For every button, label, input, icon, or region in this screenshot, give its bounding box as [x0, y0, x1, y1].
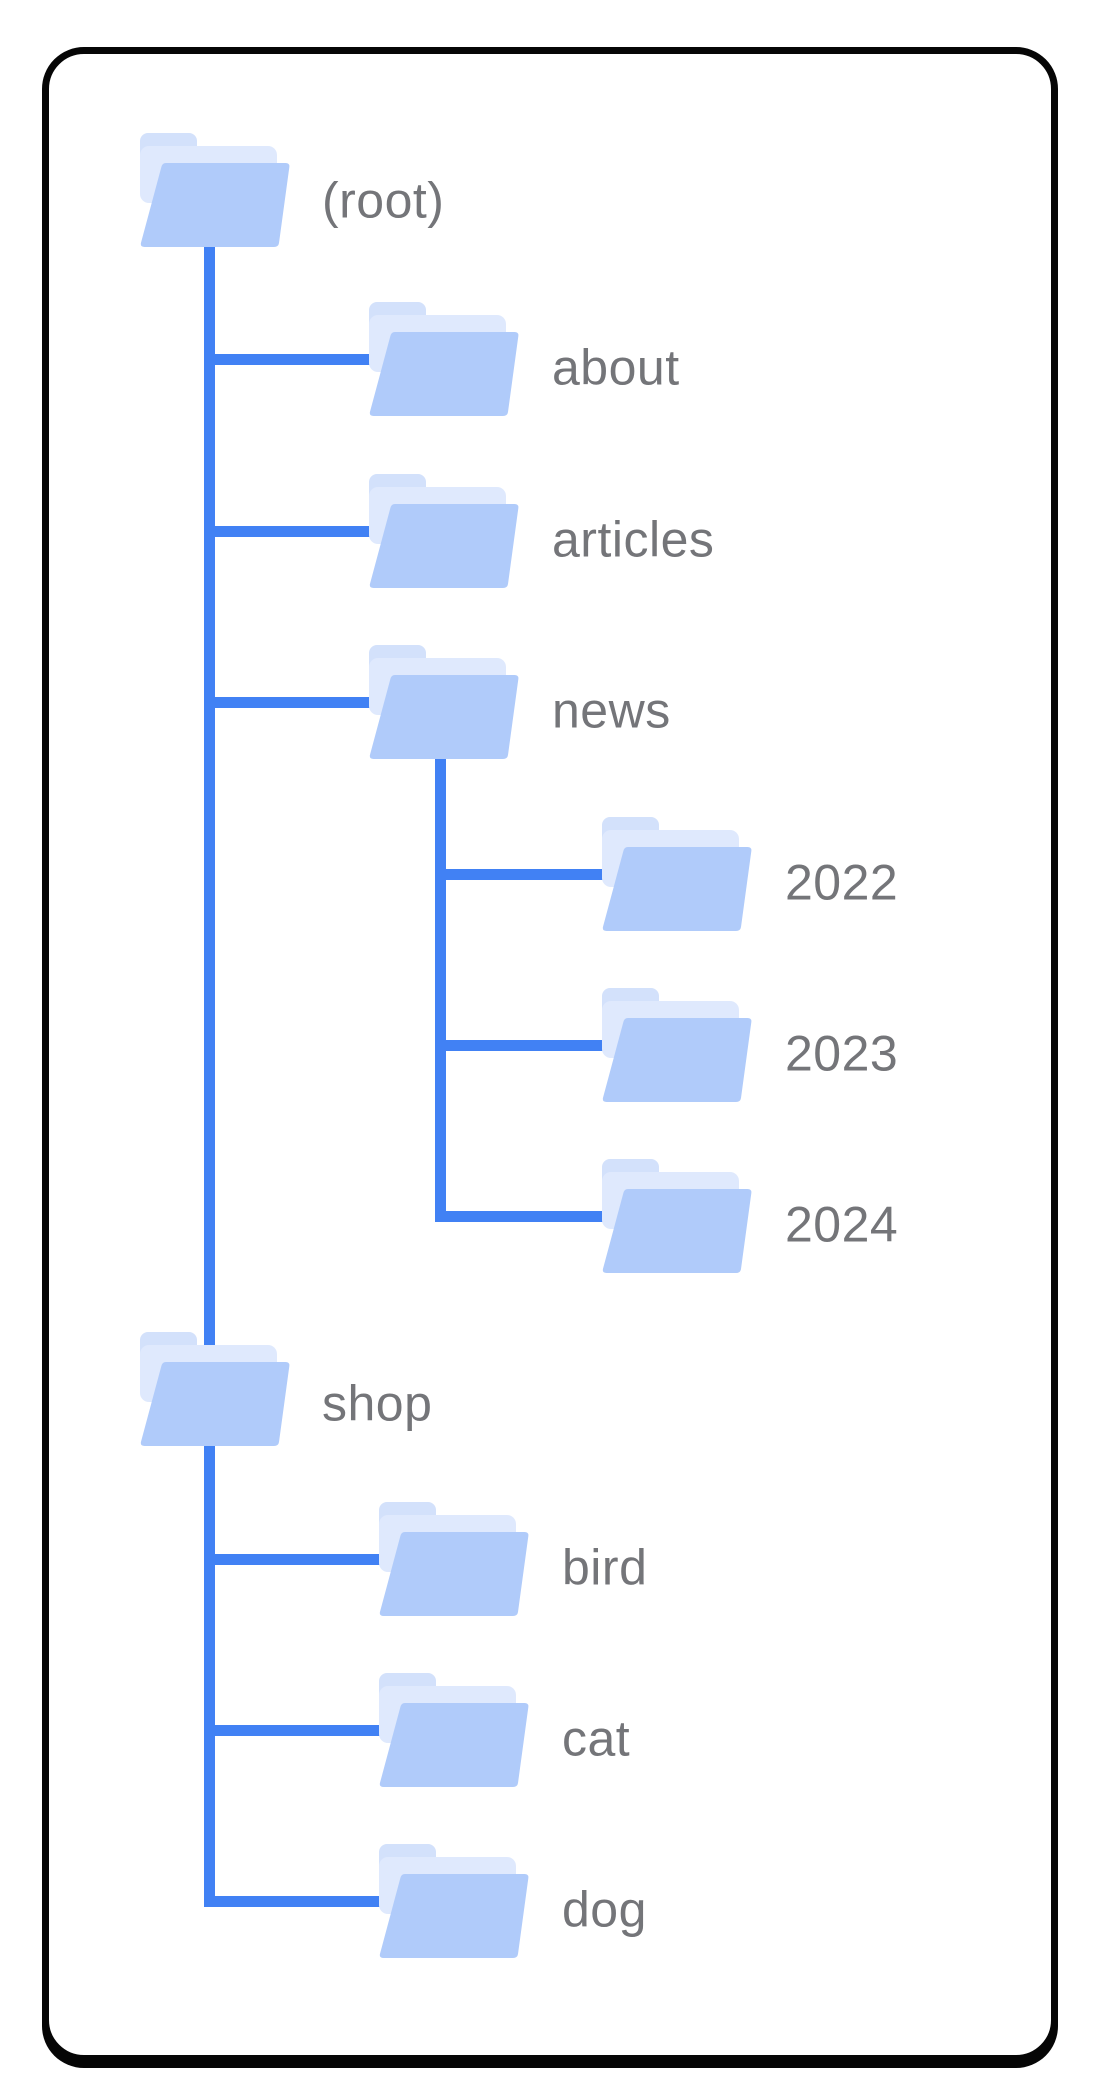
folder-label-shop: shop: [322, 1375, 433, 1432]
folder-icon: [369, 474, 519, 588]
folder-node-news: [369, 645, 519, 759]
folder-node-cat: [379, 1673, 529, 1787]
connector-branch-dog: [204, 1896, 399, 1907]
folder-icon: [369, 302, 519, 416]
folder-label-cat: cat: [562, 1710, 631, 1767]
connector-trunk-news: [435, 750, 446, 1222]
folder-label-root: (root): [322, 172, 445, 229]
connector-branch-2022: [435, 869, 620, 880]
folder-label-articles: articles: [552, 511, 715, 568]
diagram-card: [42, 47, 1058, 2062]
folder-node-bird: [379, 1502, 529, 1616]
connector-trunk-root-to-shop: [204, 235, 215, 1907]
folder-node-articles: [369, 474, 519, 588]
folder-label-news: news: [552, 682, 671, 739]
connector-branch-2024: [435, 1211, 620, 1222]
folder-label-bird: bird: [562, 1539, 648, 1596]
folder-icon: [602, 817, 752, 931]
folder-icon: [140, 133, 290, 247]
folder-node-root: [140, 133, 290, 247]
connector-branch-news: [204, 697, 384, 708]
folder-node-shop: [140, 1332, 290, 1446]
folder-icon: [369, 645, 519, 759]
folder-node-about: [369, 302, 519, 416]
folder-label-2023: 2023: [785, 1025, 899, 1082]
folder-node-dog: [379, 1844, 529, 1958]
folder-icon: [379, 1844, 529, 1958]
folder-label-2022: 2022: [785, 854, 899, 911]
folder-icon: [379, 1502, 529, 1616]
connector-branch-about: [204, 354, 384, 365]
connector-branch-cat: [204, 1725, 399, 1736]
folder-node-2024: [602, 1159, 752, 1273]
connector-branch-bird: [204, 1554, 399, 1565]
folder-label-about: about: [552, 339, 680, 396]
folder-label-2024: 2024: [785, 1196, 899, 1253]
folder-icon: [379, 1673, 529, 1787]
folder-node-2022: [602, 817, 752, 931]
folder-icon: [140, 1332, 290, 1446]
folder-icon: [602, 1159, 752, 1273]
connector-branch-articles: [204, 526, 384, 537]
connector-branch-2023: [435, 1040, 620, 1051]
folder-node-2023: [602, 988, 752, 1102]
folder-icon: [602, 988, 752, 1102]
folder-label-dog: dog: [562, 1881, 647, 1938]
